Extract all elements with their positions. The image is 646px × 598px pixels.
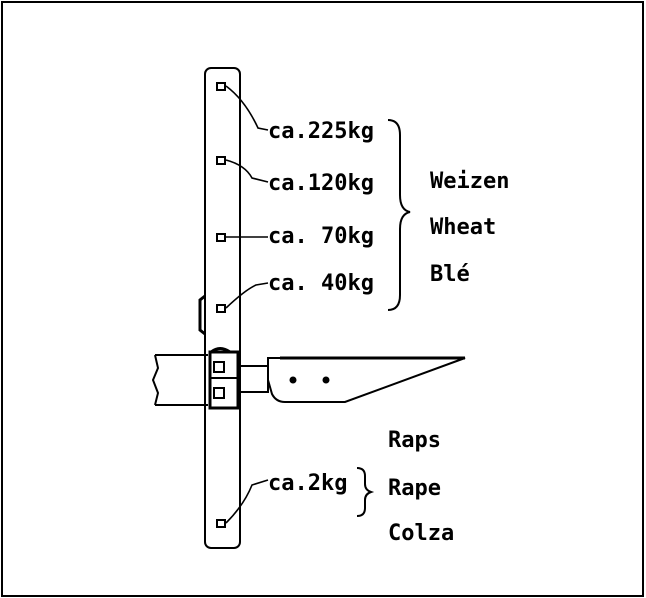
hole-120kg — [216, 156, 226, 165]
leader-lines — [225, 85, 269, 524]
leader-2kg — [225, 479, 269, 524]
adjustment-holes — [216, 82, 226, 528]
hole-70kg — [216, 233, 226, 242]
hole-40kg — [216, 304, 226, 313]
hole-225kg — [216, 82, 226, 91]
weight-label-70kg: ca. 70kg — [268, 224, 374, 249]
grain-name-wheat: Wheat — [430, 215, 496, 240]
leader-225kg — [225, 85, 269, 131]
leader-40kg — [225, 282, 269, 309]
hole-2kg — [216, 519, 226, 528]
flap-arm-assembly — [151, 347, 466, 410]
wheat-brace — [387, 119, 411, 311]
grain-name-colza: Colza — [388, 521, 454, 546]
leader-120kg — [225, 159, 269, 183]
weight-label-40kg: ca. 40kg — [268, 271, 374, 296]
weight-label-2kg: ca.2kg — [268, 471, 347, 496]
scale-bar — [198, 67, 241, 549]
grain-name-raps: Raps — [388, 428, 441, 453]
grain-name-ble: Blé — [430, 262, 470, 287]
grain-name-weizen: Weizen — [430, 169, 509, 194]
grain-name-rape: Rape — [388, 476, 441, 501]
weight-label-120kg: ca.120kg — [268, 171, 374, 196]
rape-brace — [356, 467, 375, 517]
weight-label-225kg: ca.225kg — [268, 119, 374, 144]
